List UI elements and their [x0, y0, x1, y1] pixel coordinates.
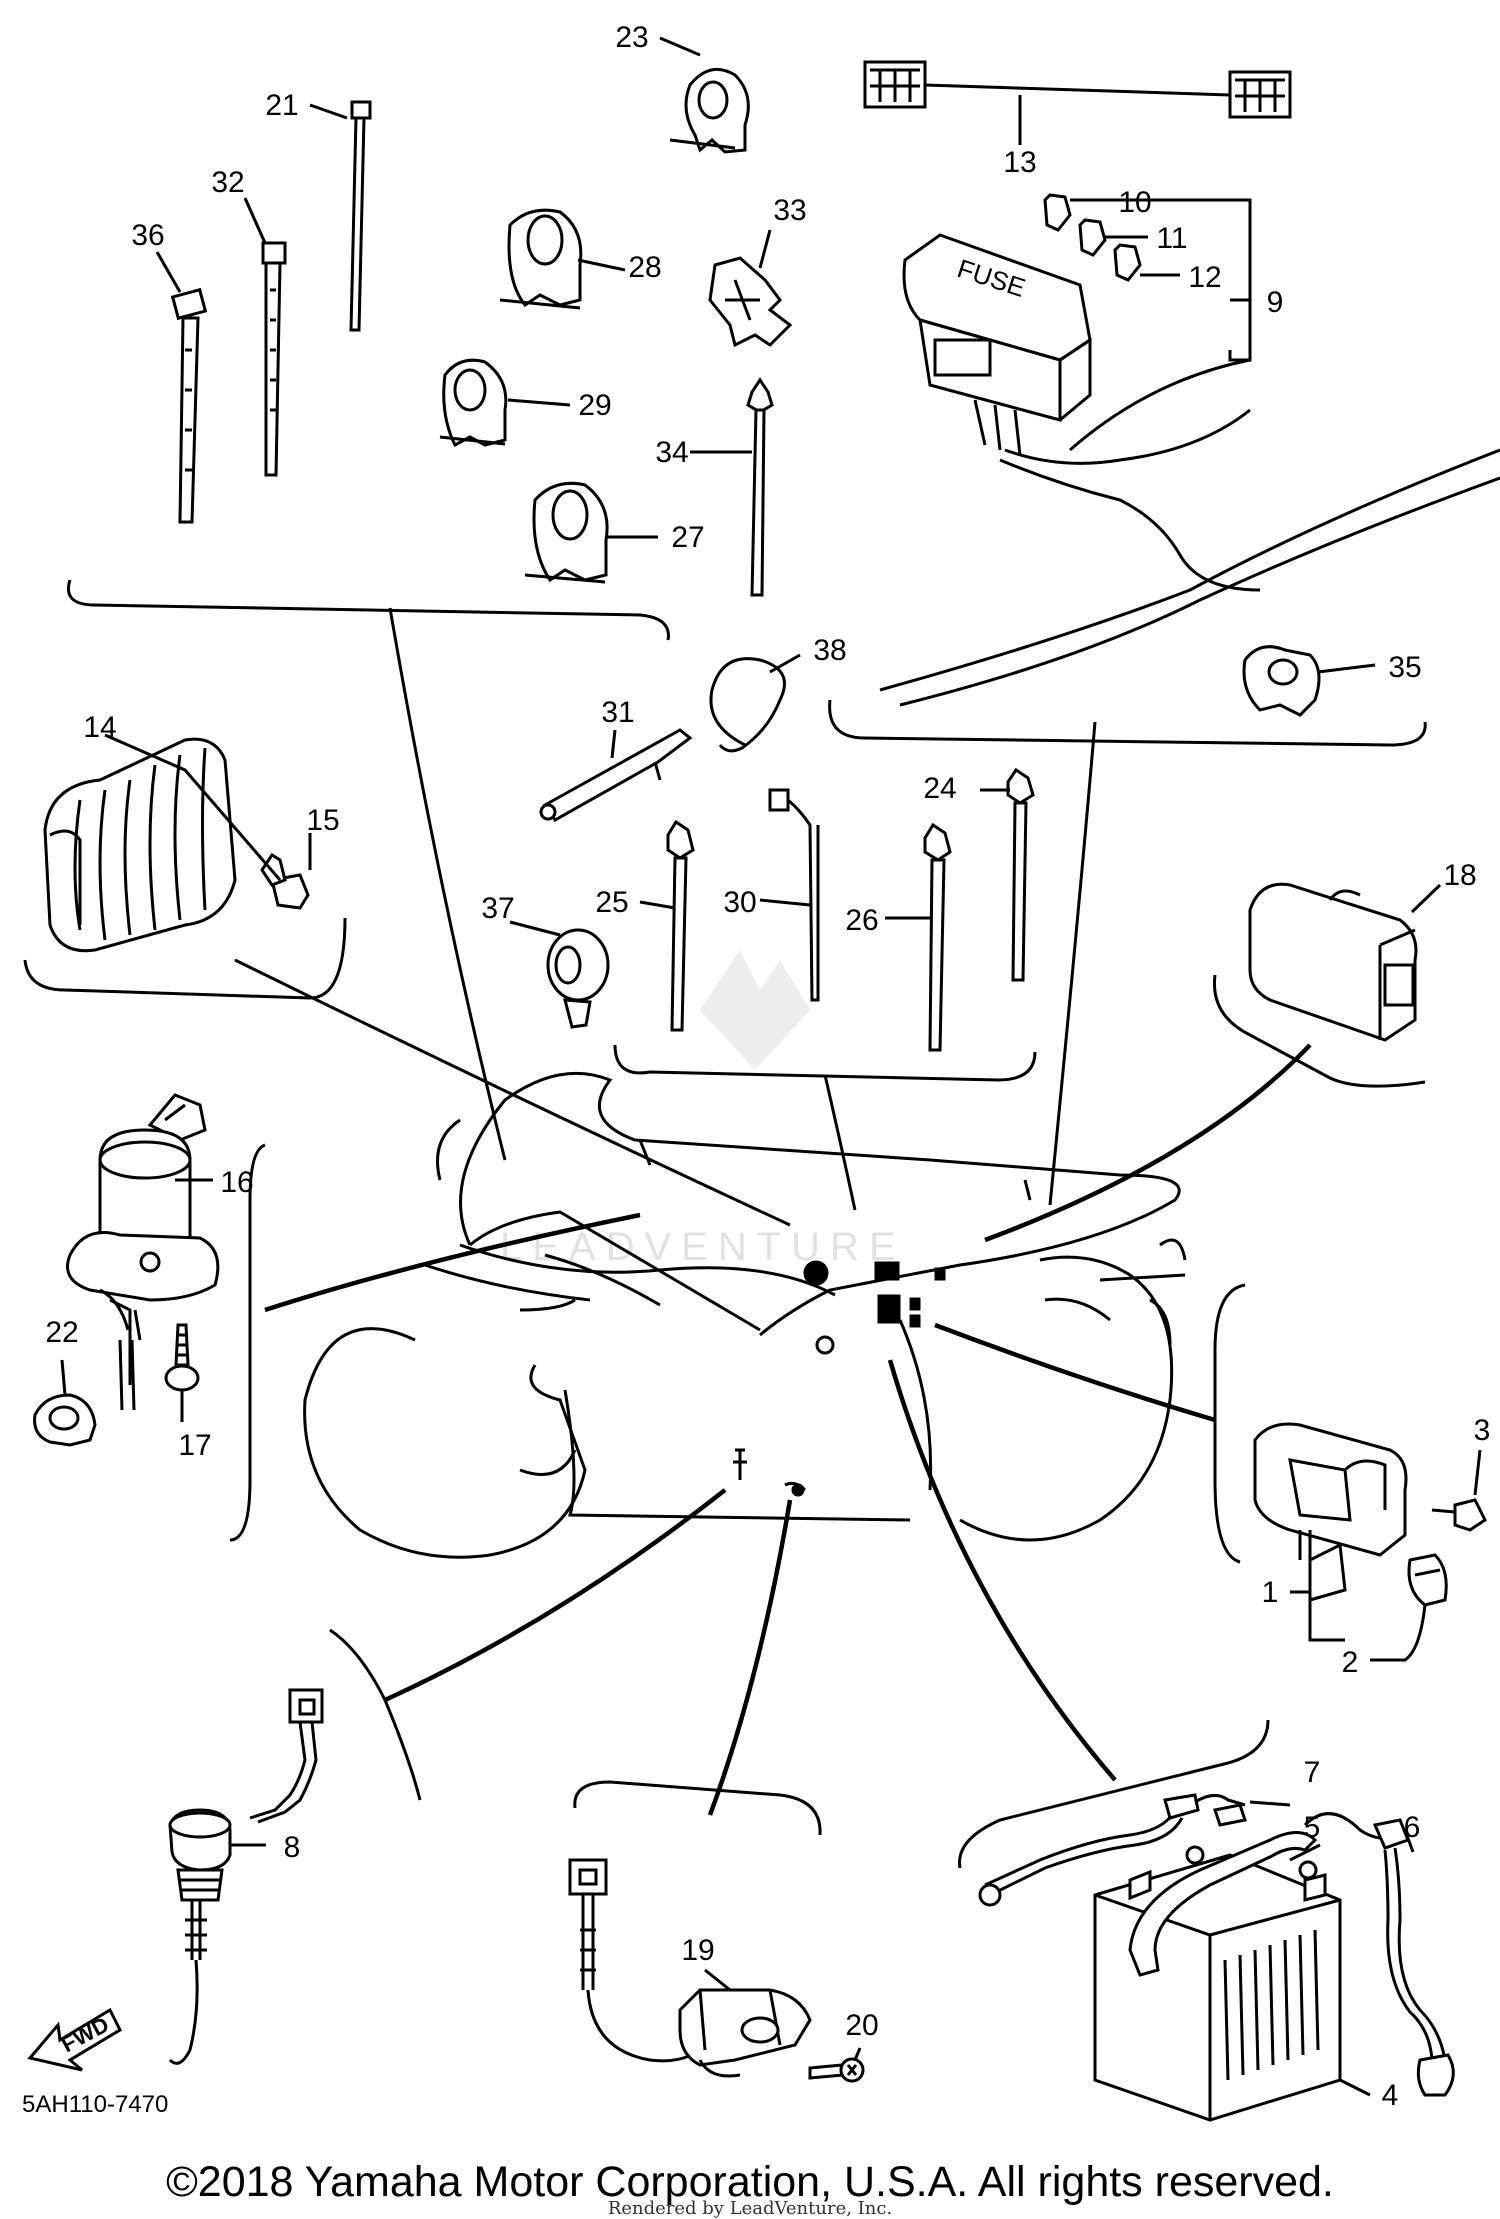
callout-leaders: [60, 36, 1482, 2097]
callout-34: 34: [655, 436, 688, 469]
bolt-15: [260, 852, 310, 910]
clamp-28: [499, 208, 583, 310]
callout-14: 14: [83, 711, 116, 744]
clamp-35: [1242, 645, 1321, 717]
fuse-box-group: FUSE: [863, 60, 1500, 717]
middle-ties-group: [539, 657, 1035, 1052]
callout-21: 21: [265, 89, 298, 122]
clamp-33: [708, 256, 793, 348]
part-code: 5AH110-7470: [22, 2091, 168, 2118]
rectifier-regulator-group: [43, 737, 310, 953]
forward-arrow: FWD: [27, 2007, 122, 2072]
callout-23: 23: [615, 21, 648, 54]
callout-22: 22: [45, 1316, 78, 1349]
callout-2: 2: [1342, 1646, 1359, 1679]
cable-tie-24: [1006, 767, 1035, 982]
cable-tie-26: [923, 822, 952, 1052]
callout-36: 36: [131, 219, 164, 252]
callout-13: 13: [1003, 146, 1036, 179]
cable-7: [978, 1793, 1247, 1907]
fuse-12: [1113, 243, 1142, 282]
main-switch-group: [33, 1093, 220, 1447]
neutral-switch-8: [168, 1808, 232, 2065]
screw-20: [808, 2057, 865, 2083]
group-brackets: [23, 579, 1427, 1869]
copyright-notice: ©2018 Yamaha Motor Corporation, U.S.A. A…: [166, 2158, 1334, 2206]
callout-15: 15: [306, 804, 339, 837]
rendered-by-credit: Rendered by LeadVenture, Inc.: [607, 2198, 893, 2219]
callout-18: 18: [1443, 859, 1476, 892]
callout-20: 20: [845, 2009, 878, 2042]
coupler-13-right: [1228, 70, 1292, 119]
callout-30: 30: [723, 886, 756, 919]
battery-4: [1093, 1845, 1342, 2122]
cable-tie-34: [746, 377, 774, 597]
callout-1: 1: [1262, 1576, 1279, 1609]
coupler-19: [568, 1858, 608, 1896]
cable-tie-36: [170, 287, 208, 524]
fuse-11: [1078, 218, 1107, 257]
callout-5: 5: [1304, 1811, 1321, 1844]
callout-31: 31: [601, 696, 634, 729]
motorcycle-outline: [303, 1071, 1187, 1559]
cable-tie-32: [261, 241, 287, 477]
callout-19: 19: [681, 1934, 714, 1967]
cable-tie-21: [349, 100, 372, 332]
callout-26: 26: [845, 904, 878, 937]
callout-6: 6: [1404, 1811, 1421, 1844]
callout-28: 28: [628, 251, 661, 284]
callout-numbers: 1 2 3 4 5 6 7 8 9 10 11 12 13 14 15 16 1…: [45, 21, 1490, 2112]
callout-12: 12: [1188, 261, 1221, 294]
starter-relay-group: [1253, 1422, 1487, 1607]
battery-band-5: [1128, 1831, 1318, 1977]
callout-29: 29: [578, 389, 611, 422]
callout-38: 38: [813, 634, 846, 667]
bracket-31: [539, 728, 693, 822]
cable-6: [1303, 1812, 1455, 2097]
clip-38: [709, 657, 786, 753]
clamp-27: [524, 481, 609, 584]
fuse-10: [1043, 193, 1072, 232]
callout-16: 16: [220, 1166, 253, 1199]
callout-9: 9: [1267, 286, 1284, 319]
sidestand-switch-group: [568, 1858, 865, 2083]
callout-35: 35: [1388, 651, 1421, 684]
ties-and-clamps-group: [170, 67, 793, 597]
callout-33: 33: [773, 194, 806, 227]
screw-17: [164, 1323, 200, 1392]
fuse-box-9: FUSE: [902, 233, 1092, 456]
watermark: LEADVENTURE: [500, 950, 896, 1269]
callout-11: 11: [1156, 222, 1187, 255]
clamp-29: [439, 358, 508, 448]
callout-32: 32: [211, 166, 244, 199]
coupler-13-left: [863, 60, 927, 109]
battery-group: [978, 1793, 1455, 2122]
callout-10: 10: [1118, 186, 1151, 219]
cable-tie-30: [768, 788, 820, 1002]
sidestand-switch-19: [678, 1988, 812, 2078]
neutral-switch-group: [168, 1688, 324, 2065]
leader-lines: [234, 607, 1312, 1816]
callout-37: 37: [481, 892, 514, 925]
cable-tie-25: [666, 819, 695, 1032]
callout-8: 8: [284, 1831, 301, 1864]
callout-4: 4: [1382, 2079, 1399, 2112]
relay-18-group: [1248, 882, 1418, 1042]
cover-2: [1407, 1553, 1448, 1607]
callout-24: 24: [923, 772, 956, 805]
callout-25: 25: [595, 886, 628, 919]
clamp-37: [546, 928, 610, 1029]
clamp-23: [669, 67, 750, 154]
parts-diagram: LEADVENTURE: [22, 21, 1500, 2122]
callout-17: 17: [178, 1429, 211, 1462]
coupler-8: [288, 1688, 324, 1724]
callout-7: 7: [1304, 1756, 1321, 1789]
main-switch-16: [66, 1093, 220, 1411]
bolt-3: [1431, 1498, 1487, 1532]
callout-27: 27: [671, 521, 704, 554]
callout-3: 3: [1474, 1414, 1491, 1447]
clamp-22: [33, 1393, 97, 1447]
